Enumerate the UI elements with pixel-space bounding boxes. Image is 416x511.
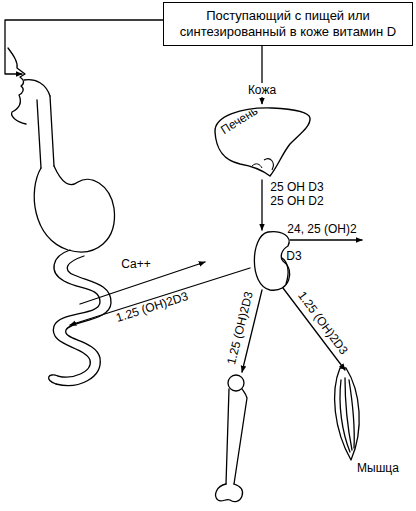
metabolite-label: 25 OH D2 xyxy=(270,194,323,208)
liver-outline xyxy=(212,104,312,179)
esophagus xyxy=(37,100,41,168)
ion-label: Ca++ xyxy=(121,257,150,271)
mouth-cavity xyxy=(24,80,50,96)
edge-label: Кожа xyxy=(246,83,278,97)
kidney xyxy=(254,232,289,291)
metabolite-label: D3 xyxy=(286,249,301,263)
liver-organ: Печень xyxy=(212,104,312,179)
organ-name: Печень xyxy=(218,103,260,136)
metabolite-label: 1.25 (OH)2D3 xyxy=(295,289,351,357)
intestine xyxy=(49,375,58,384)
metabolite-label: 1.25 (OH)2D3 xyxy=(114,289,189,325)
metabolite-label: 24, 25 (OH)2 xyxy=(287,222,356,236)
intestine xyxy=(53,250,100,377)
flow-arrow xyxy=(70,268,250,325)
bone-shaft xyxy=(234,389,247,484)
stomach xyxy=(34,166,114,252)
bracket-arrow xyxy=(5,20,163,74)
source-box: Поступающий с пищей или синтезированный … xyxy=(163,2,413,46)
bone-shaft xyxy=(226,389,229,484)
muscle xyxy=(335,368,360,460)
flow-arrow xyxy=(290,239,362,240)
bone-condyle xyxy=(216,484,243,502)
flow-arrow xyxy=(261,180,262,230)
metabolite-label: 25 OH D3 xyxy=(270,180,323,194)
box-text: Поступающий с пищей или синтезированный … xyxy=(174,8,402,40)
head-profile xyxy=(8,48,26,124)
part-name: Мышца xyxy=(357,461,399,475)
metabolite-label: 1.25 (OH)2D3 xyxy=(224,290,256,366)
esophagus xyxy=(50,96,54,166)
muscle-fiber xyxy=(349,380,354,448)
